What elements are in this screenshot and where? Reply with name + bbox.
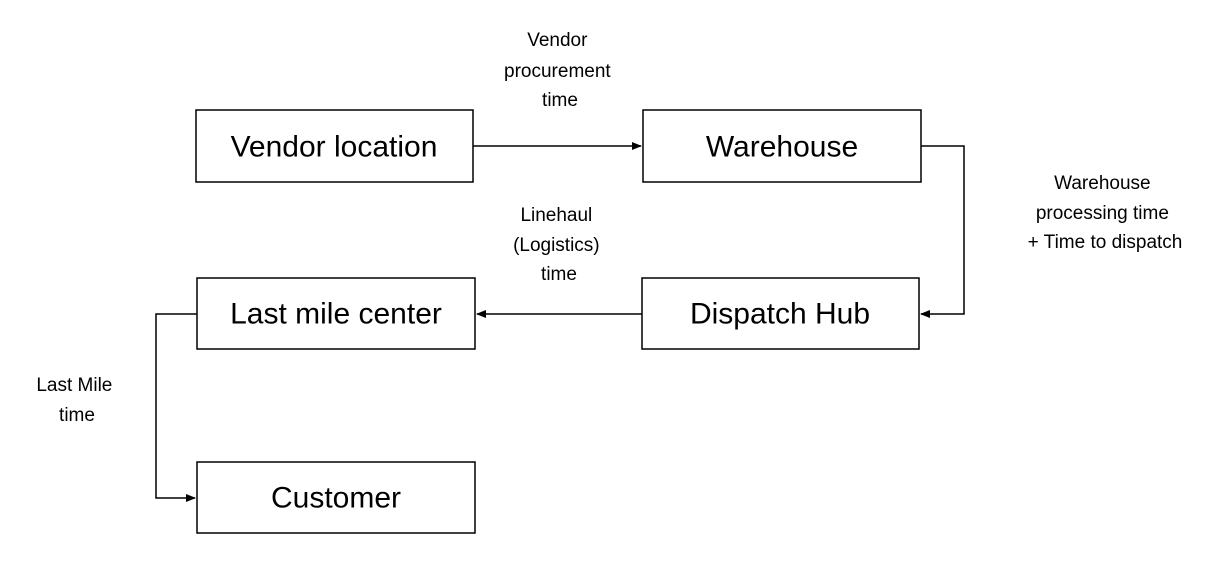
label-line: time — [59, 405, 95, 426]
label-line: + Time to dispatch — [1028, 232, 1183, 253]
node-dispatch-hub-label: Dispatch Hub — [690, 298, 870, 331]
label-vendor-procurement-time: Vendor procurement time — [504, 30, 616, 111]
arrow-warehouse-to-dispatch-hub — [920, 145, 965, 318]
label-line: Warehouse — [1054, 173, 1150, 194]
node-last-mile-center: Last mile center — [196, 277, 476, 350]
label-line: time — [541, 264, 577, 285]
node-vendor-location-label: Vendor location — [231, 131, 438, 164]
arrow-last-mile-center-to-customer — [155, 313, 197, 502]
label-last-mile-time: Last Mile time — [36, 375, 117, 426]
label-linehaul-time: Linehaul (Logistics) time — [513, 205, 605, 285]
label-line: (Logistics) — [513, 235, 600, 256]
label-line: processing time — [1036, 203, 1169, 224]
node-dispatch-hub: Dispatch Hub — [641, 277, 920, 350]
node-customer-label: Customer — [271, 482, 401, 515]
label-line: procurement — [504, 61, 611, 82]
node-last-mile-center-label: Last mile center — [230, 298, 442, 331]
label-warehouse-processing-time: Warehouse processing time + Time to disp… — [1028, 173, 1183, 253]
label-line: Vendor — [527, 30, 588, 51]
label-line: Last Mile — [36, 375, 112, 396]
node-warehouse: Warehouse — [642, 109, 922, 183]
label-line: time — [542, 90, 578, 111]
node-warehouse-label: Warehouse — [706, 131, 858, 164]
node-vendor-location: Vendor location — [195, 109, 474, 183]
node-customer: Customer — [196, 461, 476, 534]
label-line: Linehaul — [520, 205, 592, 226]
